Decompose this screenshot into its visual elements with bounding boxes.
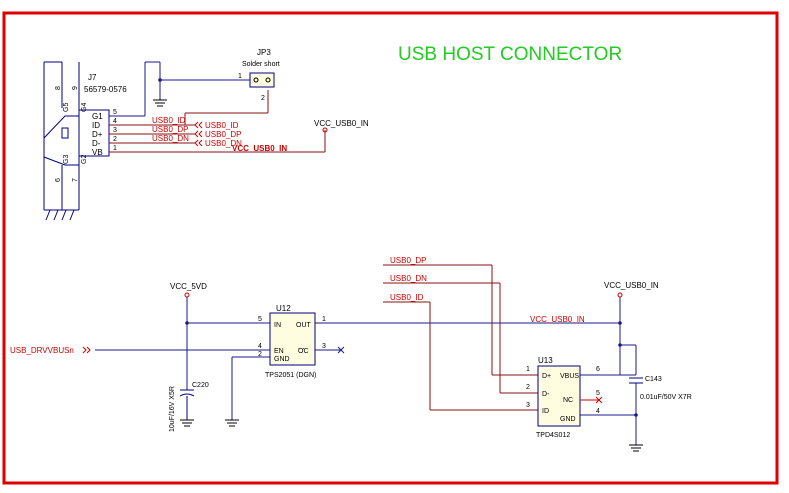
u12-pinnum-5: 5 <box>258 316 262 323</box>
net-label-usb0-dp-bottom[interactable]: USB0_DP <box>390 256 426 265</box>
net-vcc-usb0-in-wire: VCC_USB0_IN <box>232 144 287 153</box>
u13-pinnum-4: 4 <box>596 408 600 415</box>
u13-nc-noconnect <box>580 396 603 404</box>
c143-ref: C143 <box>645 376 662 383</box>
j7-pinnum-7: 7 <box>72 178 79 182</box>
j7-pin-g5: G5 <box>63 103 70 112</box>
u12-pinnum-2: 2 <box>258 351 262 358</box>
net-label-usb-drvvbusn[interactable]: USB_DRVVBUSn <box>10 346 74 355</box>
power-label-vcc-usb0-in-top: VCC_USB0_IN <box>314 119 369 128</box>
j7-pin-g1: G1 <box>92 112 103 121</box>
net-arrow-drvvbus <box>82 346 91 354</box>
u12-pin-out: OUT <box>296 322 312 329</box>
ground-symbol-c220 <box>180 419 194 427</box>
net-arrows-top <box>194 121 203 147</box>
u13-part: TPD4S012 <box>536 432 570 439</box>
power-label-vcc-5vd: VCC_5VD <box>170 282 207 291</box>
u12-pin-oc: OC <box>298 348 309 355</box>
jumper-jp3[interactable] <box>249 72 275 88</box>
ground-symbol-u13 <box>629 444 643 452</box>
jp3-pin1: 1 <box>238 73 242 80</box>
j7-pinnum-5: 5 <box>113 109 117 116</box>
net-label-usb0-id-bottom[interactable]: USB0_ID <box>390 293 424 302</box>
j7-ref: J7 <box>88 73 97 82</box>
c220-ref: C220 <box>192 382 209 389</box>
u13-ref: U13 <box>538 356 553 365</box>
net-label-usb0-id[interactable]: USB0_ID <box>205 121 239 130</box>
c143-value: 0.01uF/50V X7R <box>640 394 692 401</box>
u13-pin-nc: NC <box>563 397 573 404</box>
j7-pin-id: ID <box>92 121 100 130</box>
net-usb0-dp-wire: USB0_DP <box>152 125 188 134</box>
j7-pinnum-8: 8 <box>55 86 62 90</box>
j7-part: 56579-0576 <box>84 85 127 94</box>
j7-pinnum-6: 6 <box>55 178 62 182</box>
net-usb0-id-wire: USB0_ID <box>152 116 186 125</box>
u12-ref: U12 <box>276 304 291 313</box>
vcc5vd-wires <box>95 297 637 445</box>
net-label-usb0-dp[interactable]: USB0_DP <box>205 130 241 139</box>
power-port-vcc-usb0-in <box>322 127 328 133</box>
u12-part: TPS2051 (DGN) <box>265 372 316 379</box>
ic-u13[interactable] <box>537 365 581 427</box>
u13-pin-vbus: VBUS <box>560 373 579 380</box>
junction-dots <box>158 78 638 417</box>
ground-symbol-jp3 <box>153 98 167 107</box>
sheet-title: USB HOST CONNECTOR <box>398 44 622 65</box>
u12-pin-in: IN <box>274 322 281 329</box>
j7-pinnum-9: 9 <box>72 86 79 90</box>
u12-oc-noconnect <box>315 346 345 354</box>
u13-pin-dminus: D- <box>542 391 550 398</box>
ground-symbol-u12 <box>225 419 239 427</box>
ground-symbol-j7 <box>44 209 79 221</box>
u12-pinnum-3: 3 <box>322 343 326 350</box>
j7-pin-vb: VB <box>92 148 103 157</box>
net-label-usb0-dn[interactable]: USB0_DN <box>205 139 242 148</box>
net-label-usb0-dn-bottom[interactable]: USB0_DN <box>390 274 427 283</box>
power-label-vcc-usb0-in-right: VCC_USB0_IN <box>604 281 659 290</box>
j7-pin-dminus: D- <box>92 139 101 148</box>
j7-pinnum-3: 3 <box>113 127 117 134</box>
u13-pin-gnd: GND <box>560 416 576 423</box>
c220-value: 10uF/16V X5R <box>169 386 176 432</box>
power-port-vcc-5vd <box>184 292 190 298</box>
u13-pinnum-5: 5 <box>596 390 600 397</box>
j7-wires <box>109 61 250 117</box>
u12-pinnum-4: 4 <box>258 343 262 350</box>
j7-pin-dplus: D+ <box>92 130 103 139</box>
power-port-vcc-usb0-in-right <box>617 292 623 298</box>
u12-pinnum-1: 1 <box>322 316 326 323</box>
jp3-ref: JP3 <box>257 48 271 57</box>
u13-pinnum-1: 1 <box>526 366 530 373</box>
u13-pinnum-3: 3 <box>526 402 530 409</box>
capacitor-c220[interactable] <box>179 389 195 420</box>
sheet-frame <box>2 11 779 485</box>
jp3-value: Solder short <box>242 61 280 68</box>
j7-pin-g2: G2 <box>81 155 88 164</box>
ic-u12[interactable] <box>269 312 316 366</box>
j7-signal-wires <box>109 90 326 153</box>
u13-pin-id: ID <box>542 408 549 415</box>
j7-pinnum-2: 2 <box>113 136 117 143</box>
j7-pinnum-1: 1 <box>113 145 117 152</box>
u12-pin-gnd: GND <box>274 356 290 363</box>
j7-pin-g4: G4 <box>81 103 88 112</box>
jp3-pin2: 2 <box>261 95 265 102</box>
net-usb0-dn-wire: USB0_DN <box>152 134 189 143</box>
u12-pin-en: EN <box>274 348 284 355</box>
u13-pinnum-6: 6 <box>596 366 600 373</box>
u13-pinnum-2: 2 <box>526 384 530 391</box>
j7-pinnum-4: 4 <box>113 118 117 125</box>
net-vcc-usb0-in-bottom: VCC_USB0_IN <box>530 315 585 324</box>
u13-pin-dplus: D+ <box>542 373 551 380</box>
u13-signal-wires <box>383 264 538 411</box>
capacitor-c143[interactable] <box>629 377 643 384</box>
j7-pin-g3: G3 <box>63 155 70 164</box>
